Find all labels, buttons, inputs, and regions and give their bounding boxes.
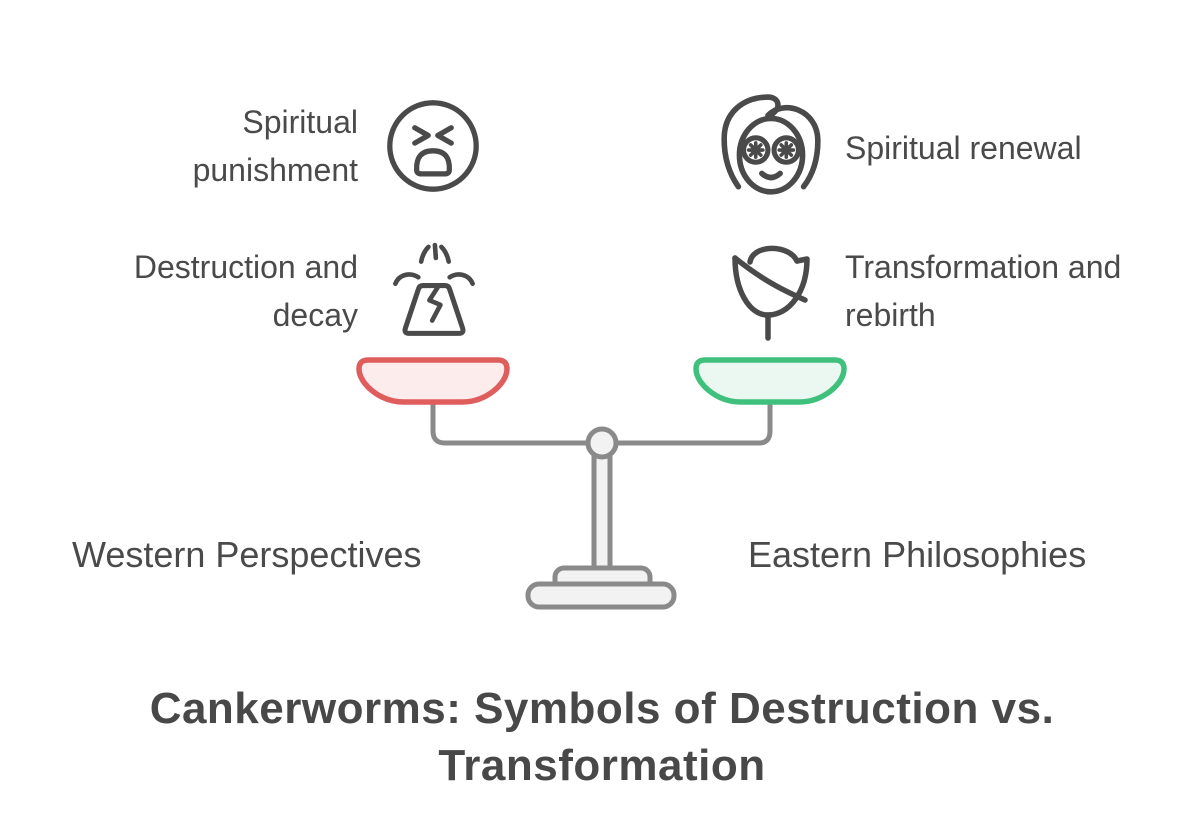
angry-face-mouth — [414, 148, 452, 177]
rose-icon — [725, 242, 815, 350]
volcano-spark-right — [439, 244, 452, 264]
spa-face-outline — [736, 115, 806, 195]
left-side-label: Western Perspectives — [72, 534, 422, 575]
rose-petal-fold — [732, 255, 808, 303]
right-side-label: Eastern Philosophies — [748, 534, 1087, 575]
volcano-spark-middle — [432, 242, 439, 261]
spa-left-eye-spokes — [746, 141, 765, 159]
left-item-1-label: Spiritual punishment — [192, 104, 358, 188]
right-item-2-label: Transformation and rebirth — [845, 249, 1122, 333]
scale-post — [591, 449, 613, 575]
volcano-smoke-right — [447, 272, 475, 287]
spa-right-eye-spokes — [777, 141, 796, 159]
scale-pivot — [585, 426, 619, 460]
angry-face-outline — [387, 100, 479, 192]
scale-left-pan — [356, 357, 510, 405]
rose-top-petal — [747, 245, 800, 265]
volcano-smoke-left — [393, 272, 421, 287]
diagram-title: Cankerworms: Symbols of Destruction vs. … — [0, 680, 1204, 794]
volcano-icon — [388, 236, 480, 348]
spa-face-mask-icon — [720, 92, 822, 204]
angry-face-left-eye — [412, 125, 431, 146]
diagram-title-text: Cankerworms: Symbols of Destruction vs. … — [149, 684, 1055, 790]
volcano-spark-left — [418, 244, 431, 264]
left-item-2-label: Destruction and decay — [133, 249, 358, 333]
volcano-crack — [427, 285, 443, 323]
spa-smile — [759, 170, 783, 181]
scale-right-pan — [693, 357, 847, 405]
scale-base-lower — [525, 581, 677, 610]
right-item-1-label: Spiritual renewal — [845, 130, 1082, 166]
volcano-mountain — [402, 283, 466, 336]
spa-hair-outline — [721, 94, 821, 190]
angry-face-right-eye — [435, 125, 454, 146]
angry-face-icon — [385, 98, 481, 194]
balance-scale — [350, 352, 854, 612]
